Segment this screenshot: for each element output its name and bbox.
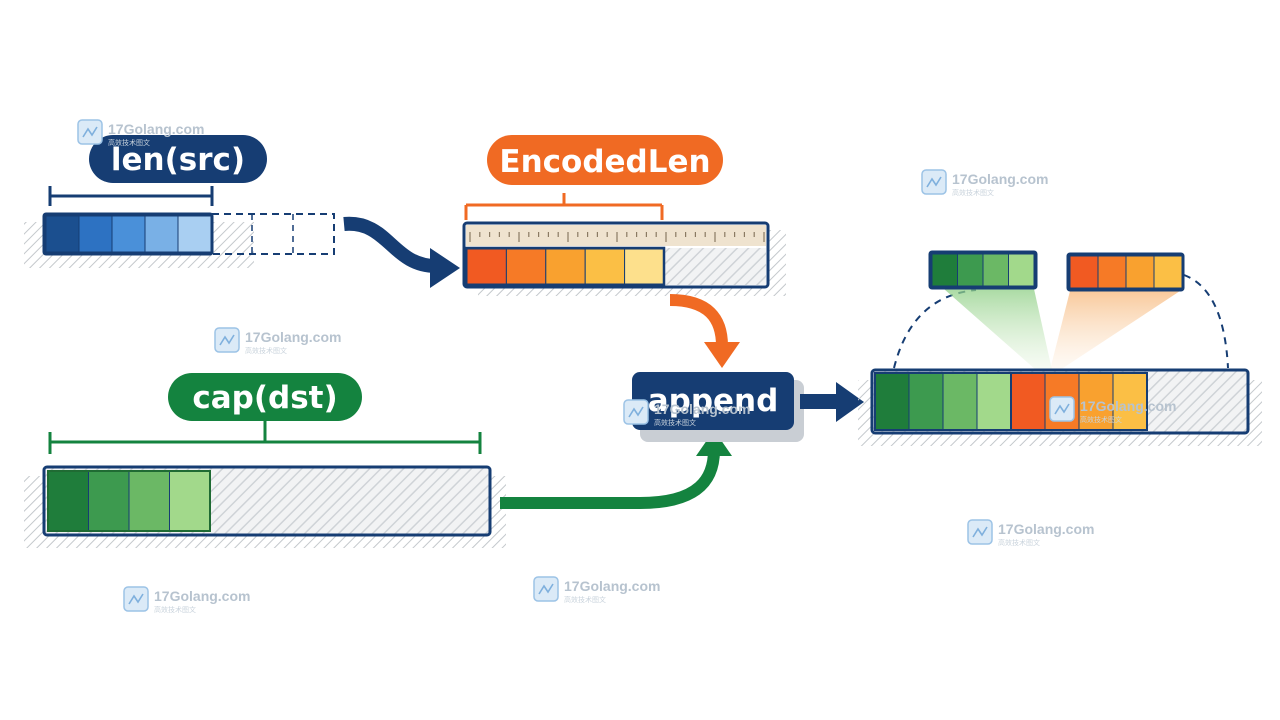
dst-chip bbox=[931, 253, 1035, 287]
dst-cell bbox=[88, 470, 130, 532]
src-cell bbox=[177, 215, 212, 253]
encoded-cells bbox=[466, 248, 665, 285]
dst-cells bbox=[47, 470, 211, 532]
arrow-right-icon bbox=[343, 216, 460, 288]
len-src-pill bbox=[89, 135, 267, 183]
src-cell bbox=[144, 215, 179, 253]
encoded-len-bracket bbox=[464, 193, 664, 220]
encoded-cell bbox=[466, 248, 507, 285]
watermark-text: 17Golang.com bbox=[998, 521, 1094, 537]
watermarks: 17Golang.com高效技术图文17Golang.com高效技术图文17Go… bbox=[77, 119, 1176, 614]
dst-chip-cell bbox=[931, 253, 958, 287]
encoded-chip-cell bbox=[1069, 255, 1099, 289]
encoded-chip-cell bbox=[1097, 255, 1127, 289]
watermark-subtext: 高效技术图文 bbox=[1080, 415, 1122, 424]
cap-dst-label: cap(dst) bbox=[192, 380, 337, 416]
src-slice bbox=[42, 212, 214, 256]
watermark-text: 17Golang.com bbox=[654, 401, 750, 417]
append-label: append bbox=[648, 383, 779, 419]
dst-cell bbox=[128, 470, 170, 532]
encoded-cell bbox=[584, 248, 626, 285]
watermark-text: 17Golang.com bbox=[564, 578, 660, 594]
len-src-bracket bbox=[48, 186, 214, 206]
result-right-arc bbox=[1183, 274, 1229, 369]
watermark-text: 17Golang.com bbox=[245, 329, 341, 345]
orange-beam bbox=[1050, 291, 1180, 370]
cap-dst-group: cap(dst) bbox=[24, 373, 506, 548]
watermark-subtext: 高效技术图文 bbox=[998, 538, 1040, 547]
encoded-ruler-ticks bbox=[469, 232, 765, 242]
arrow-right-icon bbox=[800, 382, 864, 422]
encoded-chip bbox=[1069, 255, 1183, 289]
encoded-cell bbox=[545, 248, 586, 285]
encoded-ruler bbox=[466, 225, 766, 246]
result-group bbox=[858, 250, 1262, 446]
watermark-subtext: 高效技术图文 bbox=[952, 188, 994, 197]
watermark-subtext: 高效技术图文 bbox=[654, 418, 696, 427]
arrow-up-icon bbox=[500, 430, 732, 509]
watermark-subtext: 高效技术图文 bbox=[154, 605, 196, 614]
src-cell bbox=[78, 215, 113, 253]
arrow-down-icon bbox=[669, 294, 740, 368]
result-dst-cell bbox=[976, 372, 1012, 431]
watermark-subtext: 高效技术图文 bbox=[564, 595, 606, 604]
encoded-chip-cell bbox=[1153, 255, 1183, 289]
dst-cell bbox=[169, 470, 211, 532]
encoded-chip-cell bbox=[1125, 255, 1155, 289]
encoded-len-group: EncodedLen bbox=[462, 135, 786, 296]
dst-chip-cell bbox=[982, 253, 1009, 287]
watermark-text: 17Golang.com bbox=[108, 121, 204, 137]
watermark-text: 17Golang.com bbox=[154, 588, 250, 604]
dst-slice bbox=[47, 470, 211, 532]
encoded-cell bbox=[505, 248, 547, 285]
len-src-group: len(src) bbox=[24, 135, 335, 268]
len-src-label: len(src) bbox=[111, 142, 245, 178]
dst-chip-cell bbox=[957, 253, 984, 287]
append-box bbox=[632, 372, 794, 430]
result-dst-cell bbox=[908, 372, 944, 431]
watermark-text: 17Golang.com bbox=[952, 171, 1048, 187]
watermark-subtext: 高效技术图文 bbox=[108, 138, 150, 147]
result-encoded-cell bbox=[1010, 372, 1046, 431]
result-encoded-cell bbox=[1078, 372, 1114, 431]
encoded-slice bbox=[464, 246, 666, 287]
cap-dst-bracket bbox=[48, 421, 482, 454]
watermark-text: 17Golang.com bbox=[1080, 398, 1176, 414]
src-cells bbox=[45, 215, 212, 253]
green-beam bbox=[944, 289, 1052, 370]
src-cell bbox=[45, 215, 80, 253]
encoded-cell bbox=[624, 248, 665, 285]
watermark-subtext: 高效技术图文 bbox=[245, 346, 287, 355]
src-cell bbox=[111, 215, 146, 253]
encoded-len-label: EncodedLen bbox=[499, 144, 710, 180]
result-dst-cell bbox=[874, 372, 910, 431]
encoded-len-pill bbox=[487, 135, 723, 185]
dst-cell bbox=[47, 470, 89, 532]
result-dst-cell bbox=[942, 372, 978, 431]
append-group: append bbox=[632, 372, 804, 442]
cap-dst-pill bbox=[168, 373, 362, 421]
dst-chip-cell bbox=[1008, 253, 1035, 287]
